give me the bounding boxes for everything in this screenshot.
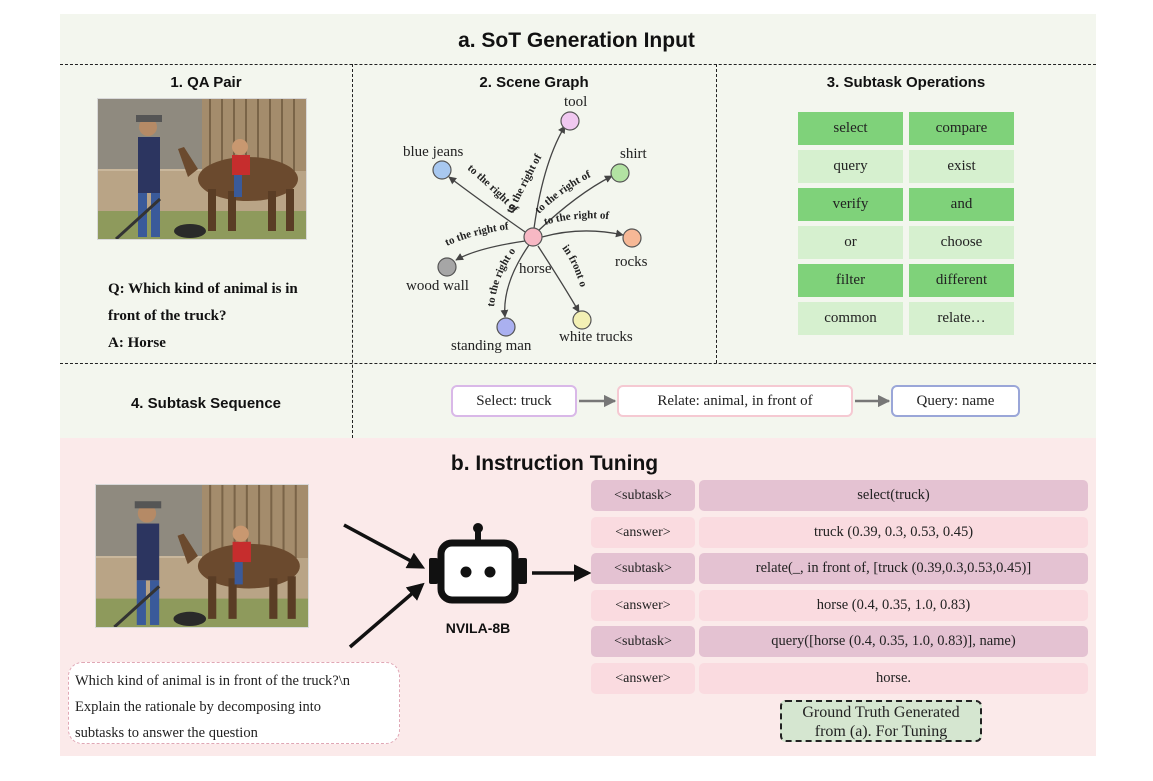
subtask-operations-title: 3. Subtask Operations <box>826 74 986 91</box>
divider-right <box>716 64 717 363</box>
row-2-tag: <answer> <box>591 517 695 548</box>
node-shirt <box>610 163 630 183</box>
row-4-value: horse (0.4, 0.35, 1.0, 0.83) <box>699 590 1088 621</box>
prompt-box: Which kind of animal is in front of the … <box>68 662 400 744</box>
divider-left <box>352 64 353 438</box>
op-filter: filter <box>798 264 903 297</box>
label-wood-wall: wood wall <box>406 278 469 294</box>
node-tool <box>560 111 580 131</box>
robot-icon <box>429 523 527 604</box>
label-white-trucks: white trucks <box>559 329 633 345</box>
model-flow <box>343 523 592 649</box>
op-exist: exist <box>909 150 1014 183</box>
qa-question-line2: front of the truck? <box>108 308 227 324</box>
label-shirt: shirt <box>620 146 648 162</box>
op-and: and <box>909 188 1014 221</box>
prompt-line-2: Explain the rationale by decomposing int… <box>75 699 322 715</box>
edge-label-rocks: to the right of <box>543 209 610 228</box>
section-a-title: a. SoT Generation Input <box>458 29 695 52</box>
model-name: NVILA-8B <box>445 620 511 636</box>
op-select: select <box>798 112 903 145</box>
horse-photo-illustration <box>98 99 306 239</box>
op-or: or <box>798 226 903 259</box>
row-3-tag: <subtask> <box>591 553 695 584</box>
arrow-text-to-model <box>348 582 425 649</box>
row-2-value: truck (0.39, 0.3, 0.53, 0.45) <box>699 517 1088 548</box>
op-verify: verify <box>798 188 903 221</box>
op-query: query <box>798 150 903 183</box>
node-standing-man <box>496 317 516 337</box>
divider-top <box>60 64 1096 65</box>
section-b-title: b. Instruction Tuning <box>450 452 659 475</box>
row-1-tag: <subtask> <box>591 480 695 511</box>
prompt-line-1: Which kind of animal is in front of the … <box>75 673 351 689</box>
qa-pair-title: 1. QA Pair <box>170 74 242 91</box>
seq-arrows <box>579 394 891 408</box>
row-4-tag: <answer> <box>591 590 695 621</box>
op-common: common <box>798 302 903 335</box>
edge-label-trucks: in front of <box>352 64 589 289</box>
seq-step-query: Query: name <box>891 385 1020 417</box>
row-5-value: query([horse (0.4, 0.35, 1.0, 0.83)], na… <box>699 626 1088 657</box>
qa-question-line1: Q: Which kind of animal is in <box>108 281 298 297</box>
seq-step-relate: Relate: animal, in front of <box>617 385 853 417</box>
edge-label-wood: to the right of <box>443 220 509 248</box>
ground-truth-line1: Ground Truth Generated <box>802 704 960 721</box>
label-blue-jeans: blue jeans <box>403 144 464 160</box>
node-white-trucks <box>572 310 592 330</box>
subtask-sequence-title: 4. Subtask Sequence <box>130 395 282 412</box>
node-wood-wall <box>437 257 457 277</box>
label-tool: tool <box>564 94 587 110</box>
ground-truth-line2: from (a). For Tuning <box>814 723 948 740</box>
node-blue-jeans <box>432 160 452 180</box>
row-5-tag: <subtask> <box>591 626 695 657</box>
label-horse: horse <box>519 261 552 277</box>
seq-step-select: Select: truck <box>451 385 577 417</box>
node-rocks <box>622 228 642 248</box>
horse-photo-input <box>95 484 309 628</box>
label-rocks: rocks <box>615 254 648 270</box>
label-standing-man: standing man <box>451 338 532 354</box>
horse-photo-input-illustration <box>96 485 308 627</box>
divider-middle <box>60 363 1096 364</box>
node-horse <box>523 227 543 247</box>
ground-truth-note: Ground Truth Generated from (a). For Tun… <box>780 700 982 742</box>
row-3-value: relate(_, in front of, [truck (0.39,0.3,… <box>699 553 1088 584</box>
scene-graph-diagram: to the right of to the right of to the r… <box>352 64 648 354</box>
row-1-value: select(truck) <box>699 480 1088 511</box>
qa-answer: A: Horse <box>108 335 166 351</box>
horse-photo <box>97 98 307 240</box>
op-relate: relate… <box>909 302 1014 335</box>
op-different: different <box>909 264 1014 297</box>
prompt-line-3: subtasks to answer the question <box>75 725 258 741</box>
scene-graph-title: 2. Scene Graph <box>479 74 589 91</box>
row-6-tag: <answer> <box>591 663 695 694</box>
edge-label-jeans: to the right of <box>465 162 521 215</box>
arrow-image-to-model <box>343 523 426 569</box>
op-choose: choose <box>909 226 1014 259</box>
op-compare: compare <box>909 112 1014 145</box>
row-6-value: horse. <box>699 663 1088 694</box>
